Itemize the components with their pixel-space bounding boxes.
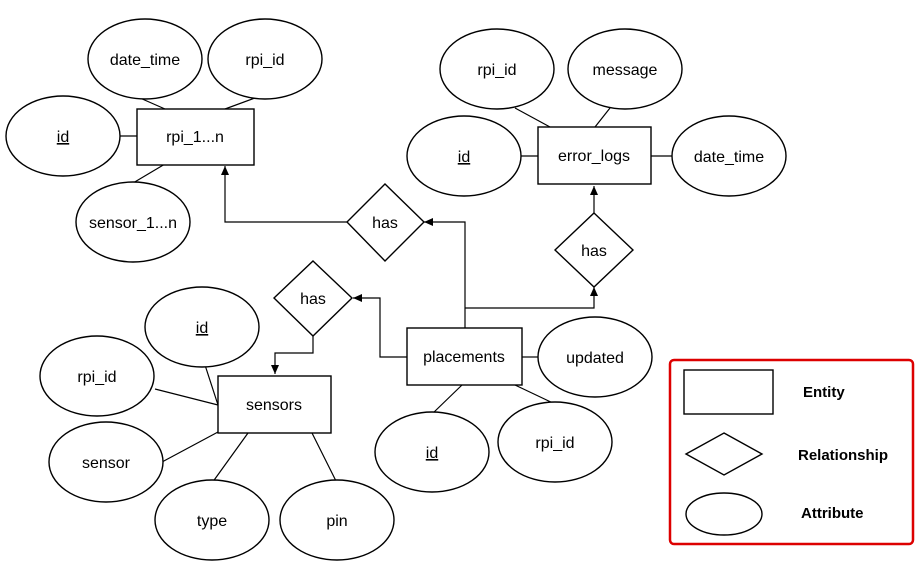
connector-plc-id	[431, 384, 463, 415]
connector-has-sensors-entity	[271, 336, 314, 374]
connector-placements-has-sensors	[353, 294, 407, 358]
attribute-label-key: id	[426, 445, 438, 462]
attribute-plc-updated: updated	[537, 316, 653, 398]
connector-sens-type	[211, 432, 249, 484]
relationship-label: has	[372, 215, 398, 232]
attribute-rpi-sensor: sensor_1...n	[75, 181, 191, 263]
entity-rpi-label: rpi_1...n	[166, 129, 224, 146]
entity-error-logs-label: error_logs	[558, 148, 630, 165]
connector-sens-pin	[311, 432, 338, 484]
attribute-label: date_time	[694, 149, 764, 166]
connector-placements-has-rpi	[424, 218, 466, 328]
connector-placements-has-errors	[465, 287, 598, 309]
attribute-label: type	[197, 513, 227, 530]
connector-rpi-rpi-id	[224, 97, 256, 110]
attribute-rpi-rpi-id: rpi_id	[207, 18, 323, 100]
attribute-rpi-id: id	[5, 95, 121, 177]
attribute-label: rpi_id	[245, 52, 284, 69]
connector-sens-id	[204, 364, 219, 406]
attribute-sens-rpi-id: rpi_id	[39, 335, 155, 417]
entity-error-logs: error_logs	[537, 126, 652, 185]
entity-sensors: sensors	[217, 375, 332, 434]
connector-rpi-sensor	[132, 163, 166, 184]
relationship-label: has	[300, 291, 326, 308]
attribute-label-key: id	[196, 320, 208, 337]
legend-relationship-symbol	[684, 432, 764, 476]
attribute-label: sensor_1...n	[89, 215, 177, 232]
attribute-sens-pin: pin	[279, 479, 395, 561]
attribute-label: pin	[326, 513, 347, 530]
attribute-err-message: message	[567, 28, 683, 110]
connector-err-message	[594, 107, 611, 128]
attribute-label: rpi_id	[77, 369, 116, 386]
connector-plc-rpi-id	[514, 384, 556, 405]
relationship-placements-error-logs: has	[553, 212, 635, 288]
connector-sens-rpi-id	[154, 388, 219, 406]
attribute-err-id: id	[406, 115, 522, 197]
attribute-label: rpi_id	[477, 62, 516, 79]
attribute-rpi-date-time: date_time	[87, 18, 203, 100]
attribute-label-key: id	[458, 149, 470, 166]
connector-has-rpi-entity	[221, 166, 347, 223]
entity-placements-label: placements	[423, 349, 505, 366]
legend-relationship-label: Relationship	[798, 447, 888, 464]
entity-rpi: rpi_1...n	[136, 108, 255, 166]
attribute-plc-rpi-id: rpi_id	[497, 401, 613, 483]
attribute-sens-id: id	[144, 286, 260, 368]
connectors	[118, 97, 672, 484]
entity-placements: placements	[406, 327, 523, 386]
legend-attribute-label: Attribute	[801, 505, 864, 522]
legend: Entity Relationship Attribute	[668, 358, 915, 546]
entity-sensors-label: sensors	[246, 397, 302, 414]
attribute-err-rpi-id: rpi_id	[439, 28, 555, 110]
attribute-err-date-time: date_time	[671, 115, 787, 197]
attribute-label: date_time	[110, 52, 180, 69]
connector-sens-sensor	[161, 431, 219, 463]
legend-attribute-symbol	[685, 492, 763, 536]
relationship-placements-rpi: has	[346, 183, 425, 262]
connector-rpi-date-time	[139, 97, 166, 110]
attribute-sens-sensor: sensor	[48, 421, 164, 503]
attribute-label: rpi_id	[535, 435, 574, 452]
attribute-sens-type: type	[154, 479, 270, 561]
attribute-label: message	[593, 62, 658, 79]
attribute-label: updated	[566, 350, 624, 367]
attribute-plc-id: id	[374, 411, 490, 493]
legend-entity-symbol	[683, 369, 774, 415]
connector-err-rpi-id	[514, 107, 551, 128]
attribute-label: sensor	[82, 455, 131, 472]
attribute-label-key: id	[57, 129, 69, 146]
relationship-label: has	[581, 243, 607, 260]
legend-entity-label: Entity	[803, 384, 845, 401]
relationship-placements-sensors: has	[272, 260, 354, 337]
